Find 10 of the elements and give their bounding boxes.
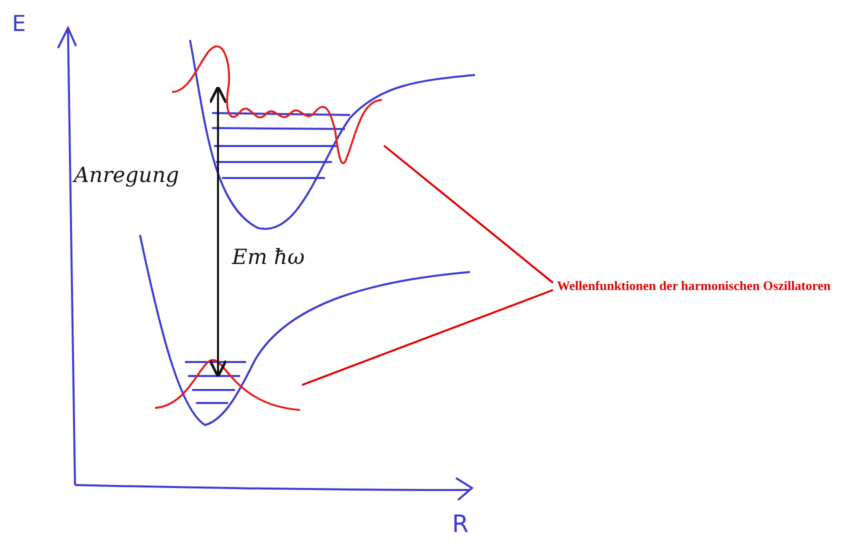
leader-line [383, 144, 554, 284]
axis-label: R [452, 510, 469, 538]
wavefunction-curve [154, 359, 300, 411]
annotation-text: Wellenfunktionen der harmonischen Oszillatoren [557, 278, 832, 294]
wavefunction-curve [172, 46, 382, 164]
transition-arrow [208, 85, 228, 378]
transition-label: Anregung [74, 163, 180, 187]
axis-label: E [12, 12, 26, 37]
transition-label: Em ħω [232, 245, 305, 269]
leader-line [302, 289, 554, 386]
